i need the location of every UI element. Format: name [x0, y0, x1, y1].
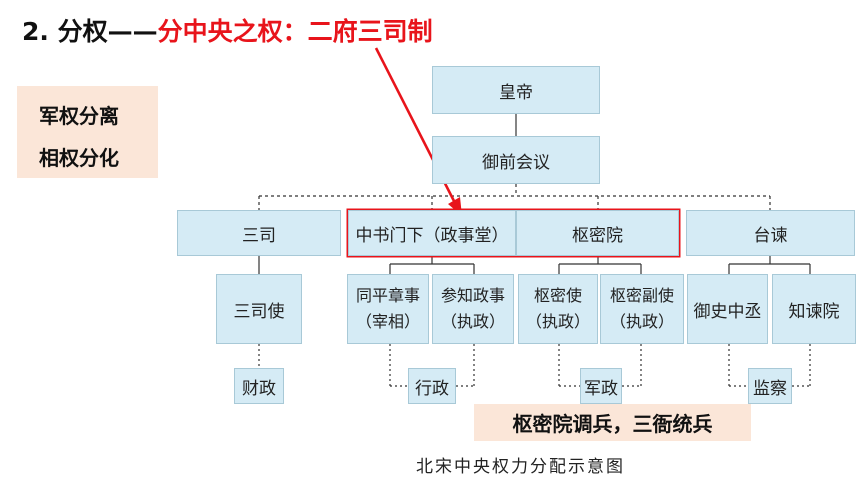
- node-sansishi: 三司使: [216, 274, 302, 344]
- heading-prefix: 2. 分权——: [22, 17, 158, 46]
- node-shumiyuan: 枢密院: [516, 210, 679, 256]
- node-canzhi-title: 参知政事: [440, 286, 505, 305]
- side-note-chancellor: 相权分化: [39, 146, 119, 170]
- node-council: 御前会议: [432, 136, 600, 184]
- node-emperor: 皇帝: [432, 66, 600, 114]
- node-zhongshu: 中书门下（政事堂）: [348, 210, 516, 256]
- node-canzhi-role: （执政）: [440, 312, 505, 331]
- node-zhijian: 知谏院: [772, 274, 856, 344]
- dashed-bracket-top: [258, 184, 771, 210]
- node-taijian: 台谏: [686, 210, 855, 256]
- node-jiancha: 监察: [748, 368, 792, 404]
- bracket-taijian: [728, 256, 811, 274]
- node-sansi: 三司: [177, 210, 341, 256]
- node-tongping-role: （宰相）: [355, 312, 420, 331]
- node-shumifushi-role: （执政）: [609, 312, 674, 331]
- node-tongping-title: 同平章事: [355, 286, 420, 305]
- node-canzhi: 参知政事 （执政）: [432, 274, 514, 344]
- side-note-military: 军权分离: [39, 104, 119, 128]
- diagram-caption: 北宋中央权力分配示意图: [416, 457, 625, 477]
- node-tongping: 同平章事 （宰相）: [347, 274, 429, 344]
- heading-highlight: 分中央之权：二府三司制: [157, 17, 433, 46]
- node-yushi: 御史中丞: [687, 274, 768, 344]
- node-shumifushi: 枢密副使 （执政）: [600, 274, 684, 344]
- node-shumishi: 枢密使 （执政）: [518, 274, 598, 344]
- side-note-box: 军权分离 相权分化: [17, 86, 158, 178]
- node-caizheng: 财政: [234, 368, 284, 404]
- node-shumishi-role: （执政）: [525, 312, 590, 331]
- node-junzheng: 军政: [580, 368, 622, 404]
- node-xingzheng: 行政: [408, 368, 456, 404]
- bracket-zhongshu: [389, 256, 475, 274]
- troop-command-note: 枢密院调兵，三衙统兵: [474, 404, 751, 441]
- bracket-shumiyuan: [558, 256, 642, 274]
- dotted-bottom-links: [258, 344, 811, 387]
- slide-heading: 2. 分权——分中央之权：二府三司制: [22, 12, 433, 48]
- node-shumishi-title: 枢密使: [533, 286, 582, 305]
- node-shumifushi-title: 枢密副使: [609, 286, 674, 305]
